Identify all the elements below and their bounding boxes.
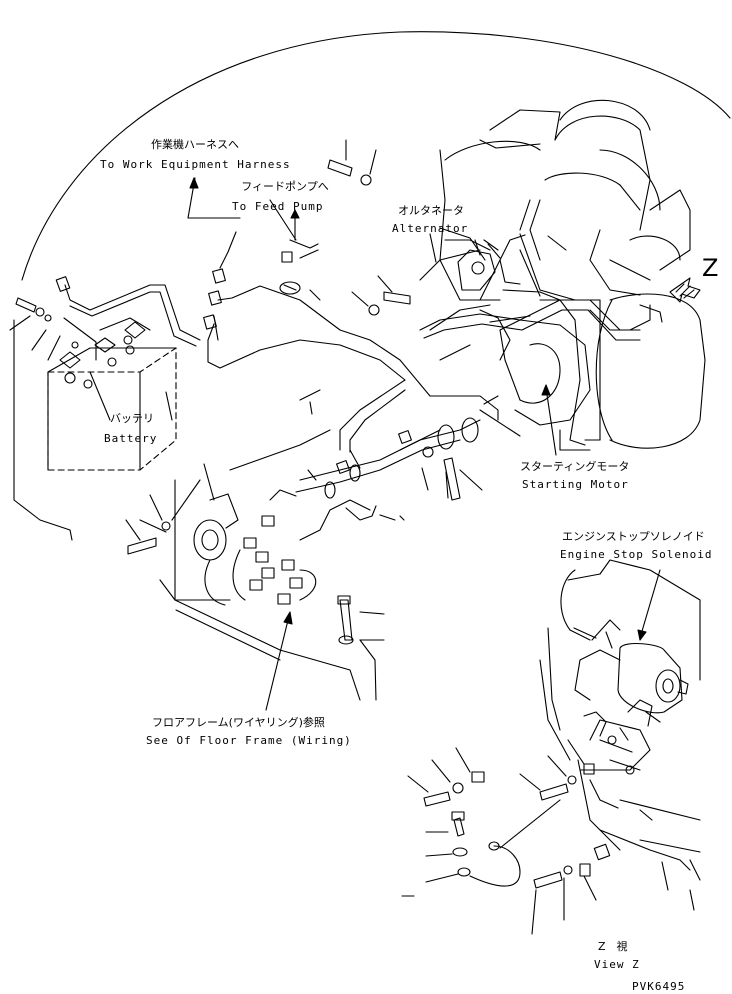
battery-label-en: Battery [104,432,158,445]
work-equipment-label-en: To Work Equipment Harness [100,158,291,171]
alternator-label-en: Alternator [392,222,469,235]
horn [193,463,239,561]
view-z-arrow [669,277,701,303]
alternator [439,227,561,301]
battery [47,317,177,471]
starting-motor-label-jp: スターティングモータ [520,460,630,473]
top-bolt [327,139,377,186]
starting-motor-label-en: Starting Motor [522,478,629,491]
battery-label-jp: バッテリ [110,412,154,425]
floor-frame-label-en: See Of Floor Frame (Wiring) [146,734,352,747]
drawing-number: PVK6495 [632,980,686,993]
feed-pump-label-en: To Feed Pump [232,200,324,213]
battery-bolt [9,297,61,361]
feed-pump-label-jp: フィードポンプへ [241,180,329,193]
ground-cable [401,739,597,935]
work-equipment-label-jp: 作業機ハーネスへ [151,138,239,151]
view-z-label-jp: Z 視 [598,940,628,953]
cab-outline [21,31,731,281]
starting-motor [479,309,591,426]
view-z-label-en: View Z [594,958,640,971]
stop-solenoid-label-jp: エンジンストップソレノイド [562,530,705,543]
floor-bolt [337,595,385,645]
alternator-label-jp: オルタネータ [398,204,464,217]
mid-bolt [351,275,411,316]
stop-solenoid-label-en: Engine Stop Solenoid [560,548,713,561]
floor-frame-label-jp: フロアフレーム(ワイヤリング)参照 [152,716,325,729]
engine-outline [419,99,706,451]
view-marker-z: Z [702,254,720,282]
view-z-detail [539,559,701,911]
